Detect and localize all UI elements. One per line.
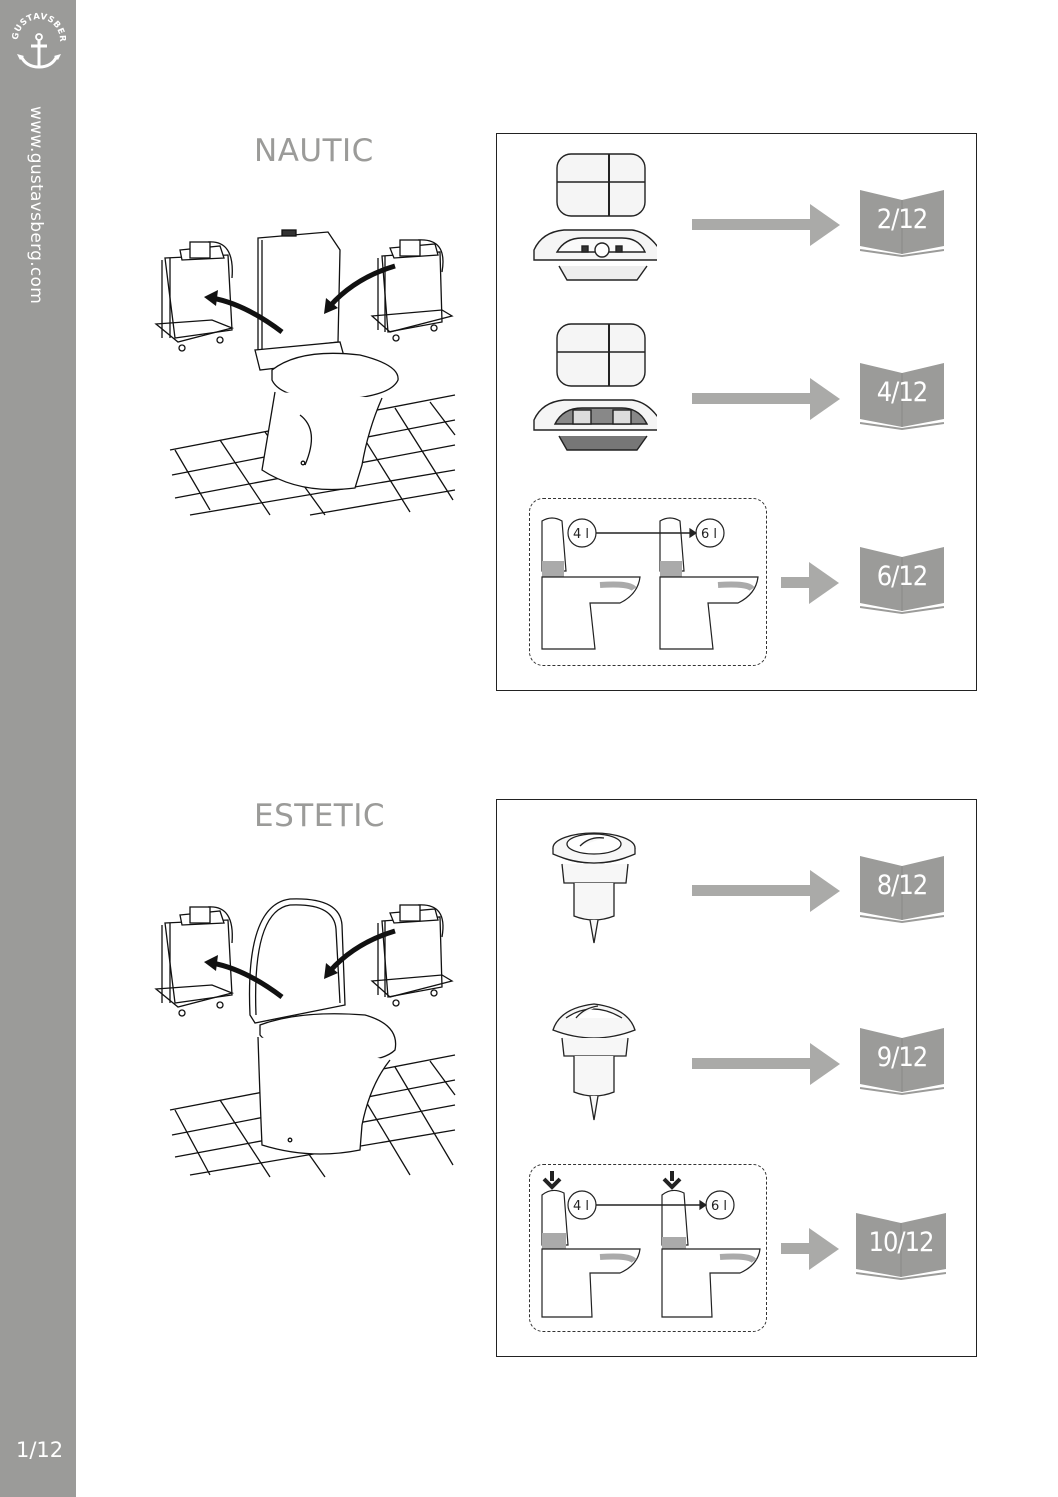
open-book-icon — [855, 1213, 947, 1281]
gustavsberg-logo-anchor-icon: GUSTAVSBERG — [12, 10, 66, 69]
page-number: 1/12 — [16, 1438, 64, 1462]
toilet-4l-to-6l-icon: 4 l 6 l — [541, 1171, 761, 1318]
section-title-nautic: NAUTIC — [254, 133, 374, 169]
sidebar: GUSTAVSBERG www.gustavsberg.com 1/12 — [0, 0, 76, 1497]
arrow-right-icon — [692, 870, 840, 912]
section-title-estetic: ESTETIC — [254, 798, 386, 834]
toilet-4l-to-6l-icon: 4 l 6 l — [541, 517, 759, 650]
svg-text:4 l: 4 l — [573, 527, 589, 542]
open-book-icon — [859, 1028, 945, 1096]
arrow-right-icon — [692, 1043, 840, 1085]
page-ref-6-12-button[interactable]: 6/12 — [859, 547, 945, 617]
website-url[interactable]: www.gustavsberg.com — [26, 106, 46, 305]
nautic-options-panel: 2/12 4/12 — [496, 133, 977, 691]
page-ref-label: 9/12 — [876, 1042, 929, 1073]
svg-text:GUSTAVSBERG: GUSTAVSBERG — [12, 10, 66, 42]
open-book-icon — [859, 363, 945, 431]
page-ref-8-12-button[interactable]: 8/12 — [859, 856, 945, 926]
arrow-right-icon — [781, 562, 839, 604]
nautic-square-button-icon[interactable] — [527, 322, 657, 477]
page-ref-label: 6/12 — [876, 561, 929, 592]
arrow-right-icon — [781, 1228, 839, 1270]
flush-volume-diagram: 4 l 6 l — [529, 498, 767, 666]
open-book-icon — [859, 856, 945, 924]
page-ref-label: 10/12 — [868, 1227, 935, 1258]
nautic-round-button-icon[interactable] — [527, 152, 657, 307]
page-ref-label: 4/12 — [876, 377, 929, 408]
arrow-right-icon — [692, 204, 840, 246]
page-ref-4-12-button[interactable]: 4/12 — [859, 363, 945, 433]
svg-text:6 l: 6 l — [711, 1199, 727, 1214]
estetic-options-panel: 8/12 9/12 — [496, 799, 977, 1357]
page-ref-10-12-button[interactable]: 10/12 — [855, 1213, 947, 1283]
page-ref-2-12-button[interactable]: 2/12 — [859, 190, 945, 260]
open-book-icon — [859, 190, 945, 258]
page-ref-9-12-button[interactable]: 9/12 — [859, 1028, 945, 1098]
nautic-toilet-illustration — [154, 229, 456, 516]
page-ref-label: 2/12 — [876, 204, 929, 235]
estetic-domed-button-icon[interactable] — [552, 1000, 642, 1125]
estetic-toilet-illustration — [154, 898, 456, 1178]
flush-volume-diagram: 4 l 6 l — [529, 1164, 767, 1332]
estetic-flat-button-icon[interactable] — [552, 828, 642, 948]
svg-text:4 l: 4 l — [573, 1199, 589, 1214]
page-ref-label: 8/12 — [876, 870, 929, 901]
arrow-right-icon — [692, 378, 840, 420]
svg-text:6 l: 6 l — [701, 527, 717, 542]
open-book-icon — [859, 547, 945, 615]
